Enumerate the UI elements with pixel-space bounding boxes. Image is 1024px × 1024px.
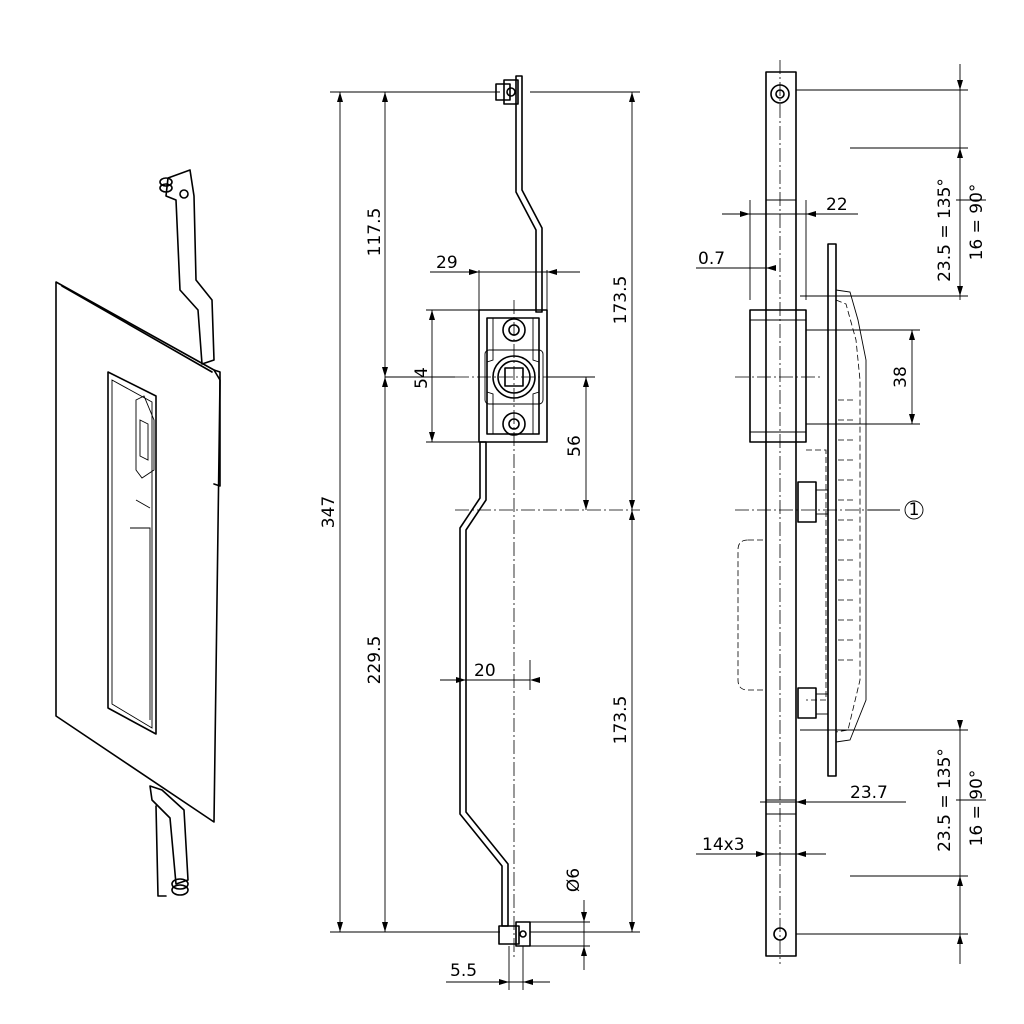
dim-housing-offset: 56 <box>565 435 585 457</box>
dim-pin-offset: 5.5 <box>450 961 477 981</box>
dim-housing-height: 54 <box>412 367 432 389</box>
side-view: 22 0.7 38 23.7 14x3 1 23.5 = 135° 16 = 9… <box>696 60 987 964</box>
dim-gap: 0.7 <box>698 249 725 269</box>
isometric-view <box>55 169 221 897</box>
dim-rod-depth: 23.7 <box>850 783 888 803</box>
front-view: 347 117.5 229.5 173.5 173.5 29 54 56 20 … <box>319 75 640 990</box>
dim-upper-half: 173.5 <box>611 276 631 325</box>
dim-pin-diameter: Ø6 <box>564 868 584 892</box>
dim-lower-span: 229.5 <box>365 636 385 685</box>
dim-rod-offset: 20 <box>474 661 496 681</box>
travel-top-a: 23.5 = 135° <box>935 178 955 282</box>
callout-1: 1 <box>909 500 920 520</box>
dim-total-height: 347 <box>319 496 339 528</box>
dim-rod-section: 14x3 <box>702 835 745 855</box>
travel-top-b: 16 = 90° <box>967 184 987 261</box>
travel-bottom-b: 16 = 90° <box>967 770 987 847</box>
dim-housing-width: 29 <box>436 253 458 273</box>
travel-bottom-a: 23.5 = 135° <box>935 748 955 852</box>
dim-lower-half: 173.5 <box>611 696 631 745</box>
dim-body-height: 38 <box>891 366 911 388</box>
dim-flange-width: 22 <box>826 195 848 215</box>
dim-upper-span: 117.5 <box>365 208 385 257</box>
